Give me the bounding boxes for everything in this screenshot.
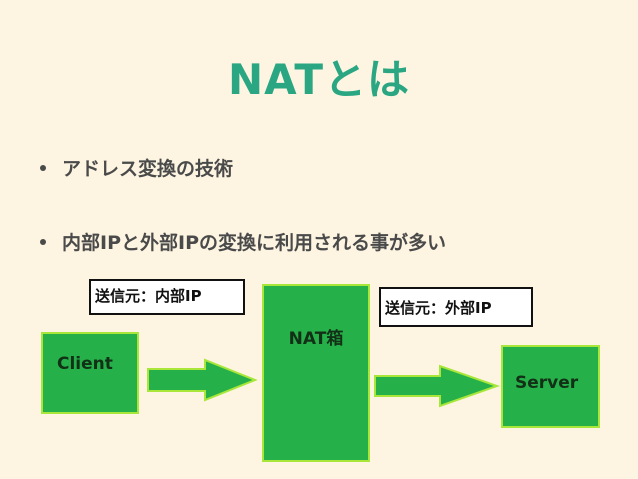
client-box: Client xyxy=(41,332,139,414)
nat-box: NAT箱 xyxy=(262,284,370,462)
server-box: Server xyxy=(501,345,600,428)
server-label: Server xyxy=(515,373,579,393)
bullet-text: アドレス変換の技術 xyxy=(62,158,234,180)
bullet-dot-icon xyxy=(40,238,46,245)
client-label: Client xyxy=(57,354,113,374)
outer-source-label: 送信元：外部IP xyxy=(379,287,533,327)
inner-source-label: 送信元：内部IP xyxy=(89,279,245,315)
slide-title: NATとは xyxy=(227,55,411,104)
bullet-item: 内部IPと外部IPの変換に利用される事が多い xyxy=(40,228,446,255)
outer-source-label-text: 送信元：外部IP xyxy=(385,299,492,317)
bullet-text: 内部IPと外部IPの変換に利用される事が多い xyxy=(62,232,446,254)
nat-label: NAT箱 xyxy=(288,329,344,349)
bullet-dot-icon xyxy=(40,164,46,171)
arrow-right-icon xyxy=(147,358,258,402)
inner-source-label-text: 送信元：内部IP xyxy=(95,287,202,305)
bullet-item: アドレス変換の技術 xyxy=(40,154,233,181)
arrow-right-icon xyxy=(374,364,501,408)
